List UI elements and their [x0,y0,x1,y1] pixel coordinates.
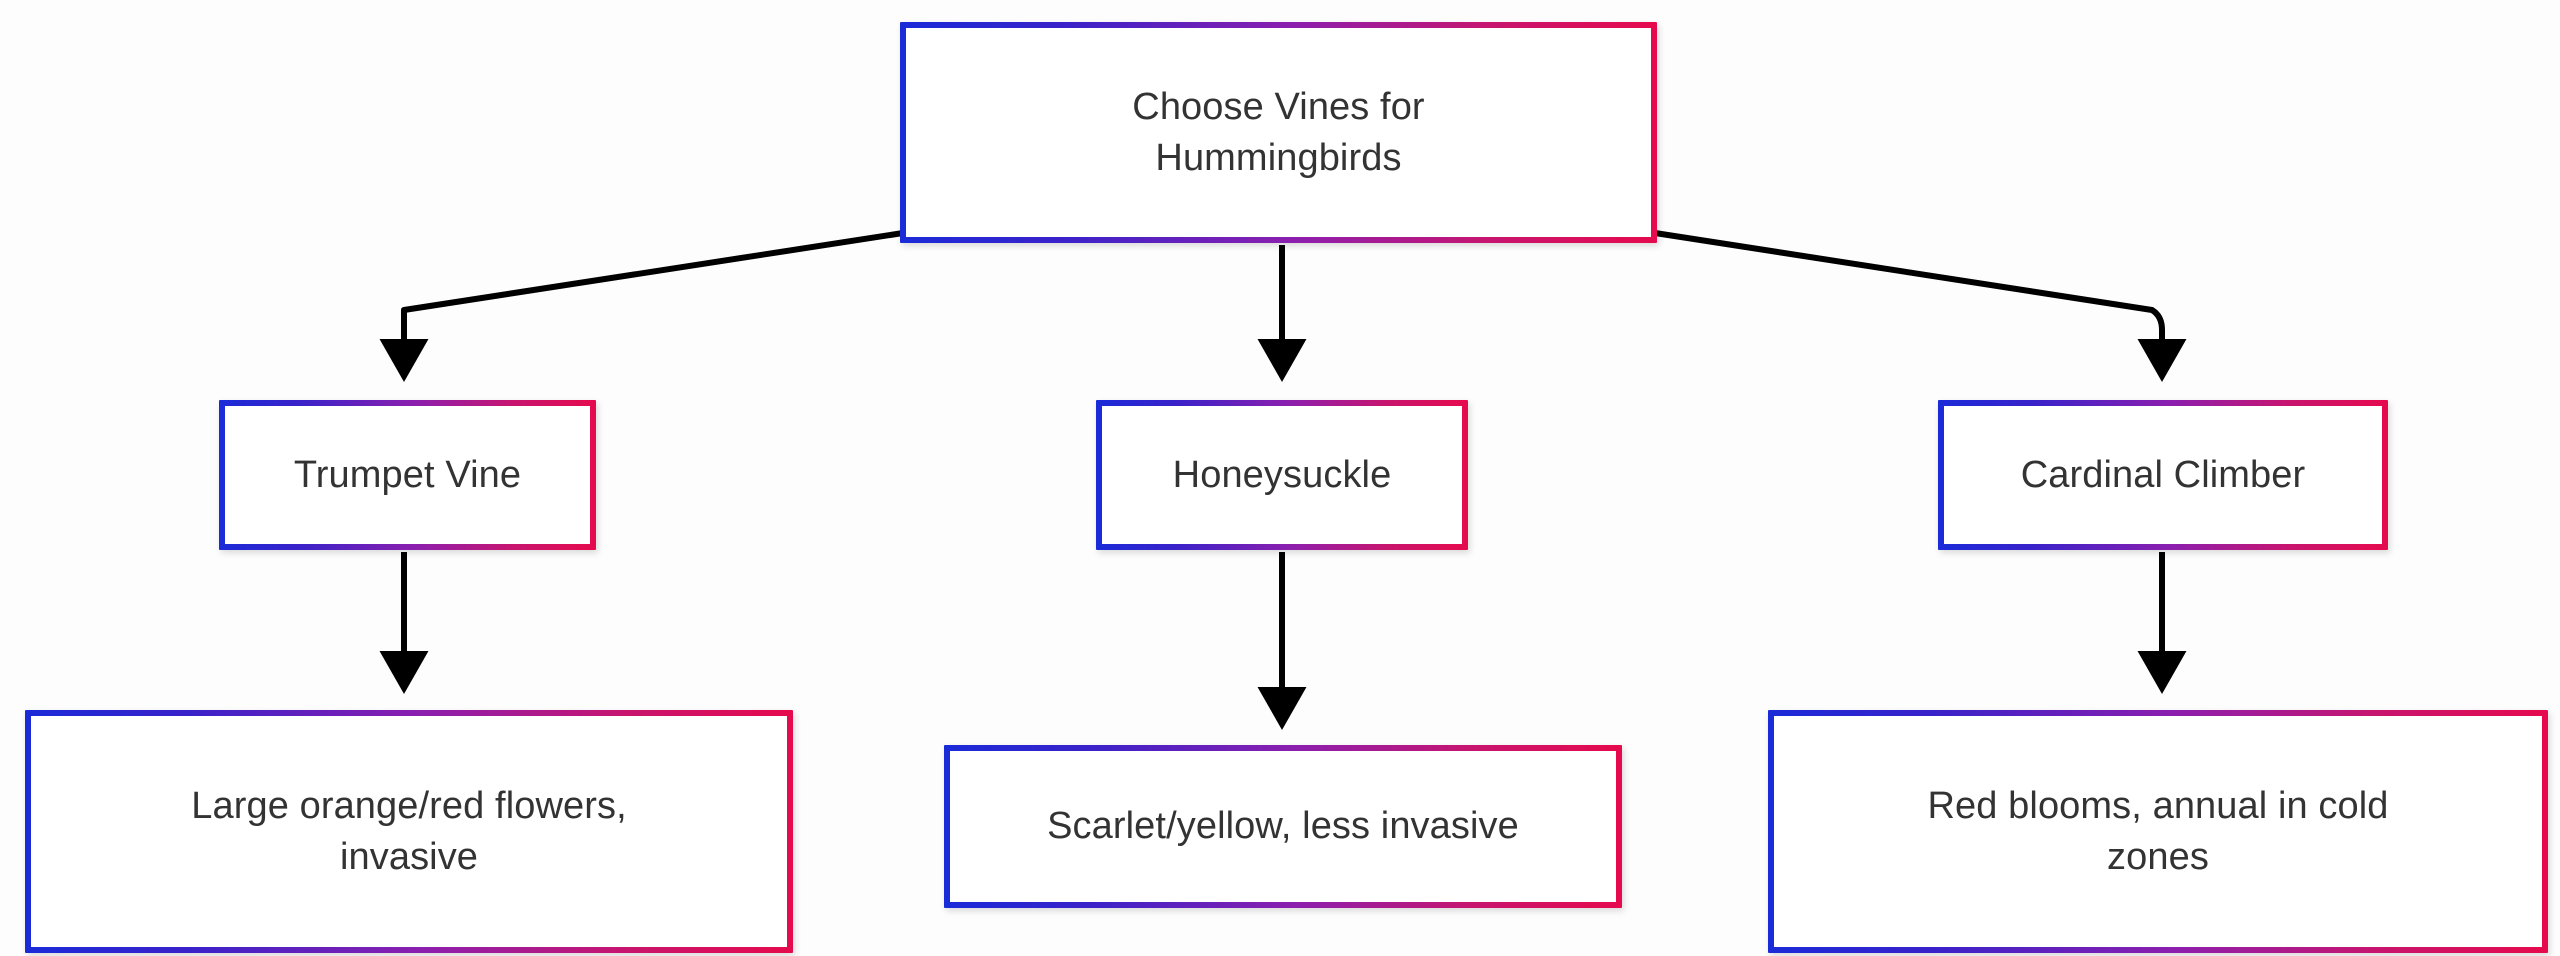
edge-root-to-cardinal [1654,230,2187,382]
node-label: Cardinal Climber [2020,453,2306,496]
node-honeysuckle[interactable]: Honeysuckle [1096,400,1468,550]
node-cardinal-climber-description[interactable]: Red blooms, annual in cold zones [1768,710,2548,953]
node-trumpet-vine-description[interactable]: Large orange/red flowers, invasive [25,710,793,953]
node-choose-vines-for-hummingbirds[interactable]: Choose Vines for Hummingbirds [900,22,1657,243]
node-trumpet-vine[interactable]: Trumpet Vine [219,400,596,550]
node-honeysuckle-description[interactable]: Scarlet/yellow, less invasive [944,745,1622,908]
node-label: Honeysuckle [1172,453,1392,496]
node-label: Choose Vines for Hummingbirds [1132,86,1425,179]
node-label: Trumpet Vine [293,453,522,496]
node-label: Scarlet/yellow, less invasive [1047,805,1519,848]
edge-root-to-trumpet [379,230,904,382]
node-label: Red blooms, annual in cold zones [1927,785,2389,878]
node-label: Large orange/red flowers, invasive [191,785,627,878]
node-cardinal-climber[interactable]: Cardinal Climber [1938,400,2388,550]
